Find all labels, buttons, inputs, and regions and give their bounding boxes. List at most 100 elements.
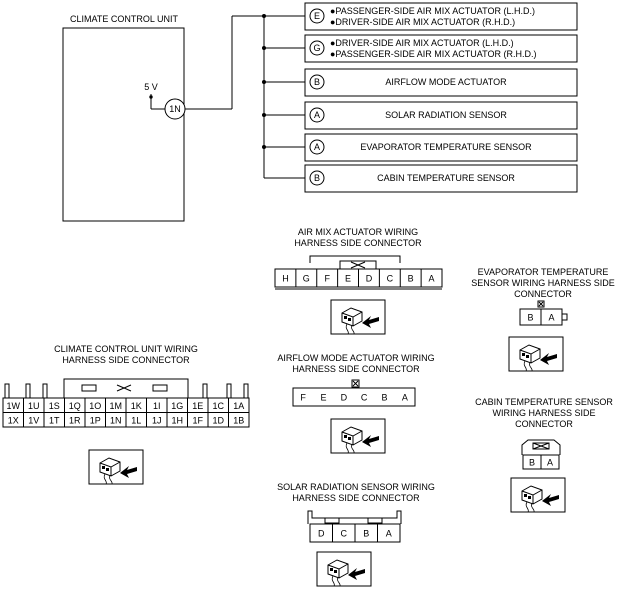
airflow-connector-pin: E — [320, 393, 326, 403]
ccu-connector-pin: 1P — [90, 415, 101, 425]
airflow-connector-pin: C — [361, 393, 368, 403]
airflow-connector-pin: D — [341, 393, 348, 403]
solar-connector-pin: B — [363, 529, 369, 539]
solar-sensor-connector: SOLAR RADIATION SENSOR WIRING HARNESS SI… — [277, 482, 435, 587]
component-evaporator-label: EVAPORATOR TEMPERATURE SENSOR — [360, 142, 532, 152]
ccu-connector-pin: 1A — [233, 401, 244, 411]
air-mix-connector-pin: A — [429, 274, 435, 284]
cabin-connector-title-1: CABIN TEMPERATURE SENSOR — [475, 397, 613, 407]
component-cabin-temperature-sensor: B CABIN TEMPERATURE SENSOR — [304, 164, 578, 193]
airflow-actuator-connector: AIRFLOW MODE ACTUATOR WIRING HARNESS SID… — [277, 353, 435, 454]
ccu-connector-pin: 1K — [131, 401, 142, 411]
air-mix-connector-pin: F — [324, 274, 330, 284]
solar-connector-title-2: HARNESS SIDE CONNECTOR — [292, 493, 420, 503]
solar-connector-pin: A — [386, 529, 392, 539]
air-mix-connector-pin: G — [303, 274, 310, 284]
ccu-connector-pin: 1Q — [69, 401, 81, 411]
ccu-title: CLIMATE CONTROL UNIT — [70, 14, 179, 24]
component-g-letter: G — [313, 43, 320, 53]
ccu-connector-pin: 1L — [131, 415, 141, 425]
evaporator-sensor-connector: EVAPORATOR TEMPERATURE SENSOR WIRING HAR… — [471, 267, 615, 372]
component-airflow-mode-actuator: B AIRFLOW MODE ACTUATOR — [304, 68, 578, 97]
airflow-connector-plug-icon — [330, 418, 386, 454]
solar-connector-pin: D — [318, 529, 325, 539]
ccu-connector-pin: 1O — [89, 401, 101, 411]
ccu-connector-plug-icon — [88, 449, 144, 485]
evaporator-connector-pin: B — [527, 313, 533, 323]
ccu-connector-pin: 1E — [192, 401, 203, 411]
component-e-letter: E — [314, 11, 320, 21]
component-g-line2: ●PASSENGER-SIDE AIR MIX ACTUATOR (R.H.D.… — [330, 49, 536, 59]
air-mix-connector-pin: H — [282, 274, 289, 284]
ccu-connector-pin: 1G — [171, 401, 183, 411]
air-mix-connector-plug-icon — [330, 299, 386, 335]
ccu-connector-pin: 1I — [153, 401, 161, 411]
evaporator-connector-title-1: EVAPORATOR TEMPERATURE — [478, 267, 609, 277]
airflow-connector-title-1: AIRFLOW MODE ACTUATOR WIRING — [277, 353, 434, 363]
ccu-connector-title-2: HARNESS SIDE CONNECTOR — [62, 355, 190, 365]
component-cabin-label: CABIN TEMPERATURE SENSOR — [377, 173, 515, 183]
component-solar-radiation-sensor: A SOLAR RADIATION SENSOR — [304, 101, 578, 130]
cabin-connector-title-2: WIRING HARNESS SIDE — [492, 408, 595, 418]
component-solar-letter: A — [314, 110, 320, 120]
ccu-connector-pin: 1R — [69, 415, 81, 425]
cabin-connector-pin: B — [529, 458, 535, 468]
ccu-connector-pin: 1V — [28, 415, 39, 425]
cabin-sensor-connector: CABIN TEMPERATURE SENSOR WIRING HARNESS … — [475, 397, 613, 513]
evaporator-connector-title-3: CONNECTOR — [514, 289, 572, 299]
component-air-mix-actuator-g: G ●DRIVER-SIDE AIR MIX ACTUATOR (L.H.D.)… — [304, 34, 578, 63]
solar-connector-pin: C — [341, 529, 348, 539]
ccu-connector-pin: 1H — [171, 415, 183, 425]
component-air-mix-actuator-e: E ●PASSENGER-SIDE AIR MIX ACTUATOR (L.H.… — [304, 2, 578, 31]
cabin-connector-pin: A — [547, 458, 553, 468]
ccu-connector-pin: 1C — [212, 401, 224, 411]
air-mix-connector-pin: E — [345, 274, 351, 284]
ccu-connector-pin: 1J — [152, 415, 162, 425]
component-cabin-letter: B — [314, 173, 320, 183]
cabin-connector-title-3: CONNECTOR — [515, 419, 573, 429]
ccu-connector-pin: 1M — [109, 401, 122, 411]
component-e-line2: ●DRIVER-SIDE AIR MIX ACTUATOR (R.H.D.) — [330, 17, 515, 27]
evaporator-connector-title-2: SENSOR WIRING HARNESS SIDE — [471, 278, 615, 288]
ccu-box — [62, 27, 185, 222]
ccu-voltage: 5 V — [144, 82, 158, 92]
component-g-line1: ●DRIVER-SIDE AIR MIX ACTUATOR (L.H.D.) — [330, 38, 514, 48]
airflow-connector-pin: A — [402, 393, 408, 403]
ccu-connector-pin: 1B — [233, 415, 244, 425]
ccu-connector-pin: 1D — [212, 415, 224, 425]
component-evaporator-letter: A — [314, 142, 320, 152]
air-mix-connector-title-2: HARNESS SIDE CONNECTOR — [294, 238, 422, 248]
component-airflow-letter: B — [314, 77, 320, 87]
ccu-connector-pin: 1N — [110, 415, 122, 425]
air-mix-connector-pin: B — [408, 274, 414, 284]
solar-connector-plug-icon — [316, 551, 372, 587]
ccu-connector-pin: 1S — [49, 401, 60, 411]
ccu-connector-title-1: CLIMATE CONTROL UNIT WIRING — [54, 344, 198, 354]
ccu-connector-pin: 1W — [7, 401, 21, 411]
solar-connector-title-1: SOLAR RADIATION SENSOR WIRING — [277, 482, 435, 492]
air-mix-actuator-connector: AIR MIX ACTUATOR WIRING HARNESS SIDE CON… — [274, 227, 443, 335]
wiring-lines — [185, 14, 308, 179]
ccu-connector-pin: 1F — [192, 415, 203, 425]
airflow-connector-pin: F — [300, 393, 306, 403]
air-mix-connector-pin: C — [387, 274, 394, 284]
component-e-line1: ●PASSENGER-SIDE AIR MIX ACTUATOR (L.H.D.… — [330, 6, 535, 16]
ccu-connector-pin: 1X — [8, 415, 19, 425]
airflow-connector-title-2: HARNESS SIDE CONNECTOR — [292, 364, 420, 374]
airflow-connector-pin: B — [381, 393, 387, 403]
evaporator-connector-pin: A — [548, 313, 554, 323]
evaporator-connector-plug-icon — [508, 336, 564, 372]
ccu-connector: CLIMATE CONTROL UNIT WIRING HARNESS SIDE… — [2, 344, 250, 485]
component-evaporator-temperature-sensor: A EVAPORATOR TEMPERATURE SENSOR — [304, 133, 578, 162]
component-list: E ●PASSENGER-SIDE AIR MIX ACTUATOR (L.H.… — [304, 2, 578, 193]
ccu-connector-pin: 1T — [49, 415, 60, 425]
climate-control-unit: CLIMATE CONTROL UNIT 5 V 1N — [62, 14, 186, 222]
ccu-connector-pin: 1U — [28, 401, 40, 411]
air-mix-connector-title-1: AIR MIX ACTUATOR WIRING — [298, 227, 418, 237]
component-solar-label: SOLAR RADIATION SENSOR — [385, 110, 507, 120]
cabin-connector-plug-icon — [510, 477, 566, 513]
air-mix-connector-pin: D — [366, 274, 373, 284]
terminal-1n-label: 1N — [169, 104, 181, 114]
component-airflow-label: AIRFLOW MODE ACTUATOR — [385, 77, 507, 87]
